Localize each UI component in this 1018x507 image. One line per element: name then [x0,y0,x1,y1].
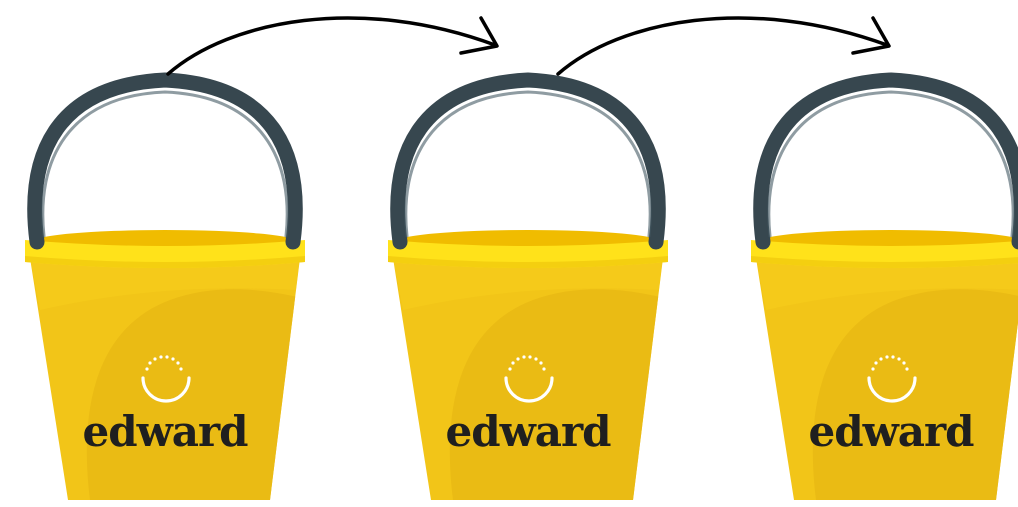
bucket-2: edward [388,80,673,507]
bucket-3: edward [751,80,1018,507]
curved-arrow-icon [168,18,497,74]
bucket-3-brand: edward [809,407,975,456]
bucket-1-brand: edward [83,407,249,456]
bucket-2-brand: edward [446,407,612,456]
bucket-1: edward [25,80,310,507]
curved-arrow-icon [558,18,889,74]
